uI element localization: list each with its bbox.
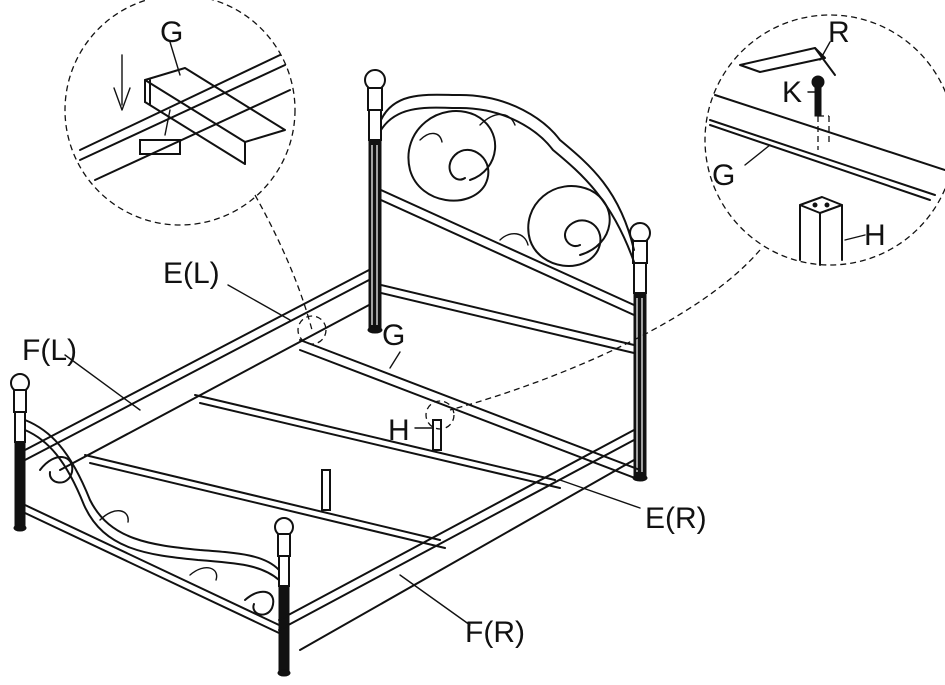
cross-slats [84, 394, 561, 549]
leader-lines [64, 41, 866, 626]
center-beam [299, 339, 641, 511]
footboard-right-post [274, 517, 294, 677]
label-detail-right-h: H [864, 219, 886, 252]
footboard-left-post [10, 373, 30, 532]
headboard-right-post [629, 222, 651, 482]
down-arrow-icon [113, 54, 131, 111]
bolt-icon [811, 75, 825, 117]
detail-left [64, 0, 296, 226]
label-detail-right-g: G [712, 159, 735, 192]
side-rail-right [278, 429, 635, 651]
label-e-left: E(L) [163, 257, 220, 290]
headboard-left-post [364, 69, 386, 334]
label-g-main: G [382, 319, 405, 352]
label-h-main: H [388, 414, 410, 447]
label-f-left: F(L) [22, 334, 77, 367]
label-detail-right-r: R [828, 16, 850, 49]
label-detail-right-k: K [782, 76, 802, 109]
footboard [10, 373, 294, 677]
headboard [364, 69, 651, 482]
allen-key-icon [739, 47, 836, 76]
label-f-right: F(R) [465, 616, 525, 649]
label-e-right: E(R) [645, 502, 707, 535]
detail-right [704, 14, 945, 266]
label-detail-left-g: G [160, 16, 183, 49]
side-rail-left [24, 269, 370, 471]
